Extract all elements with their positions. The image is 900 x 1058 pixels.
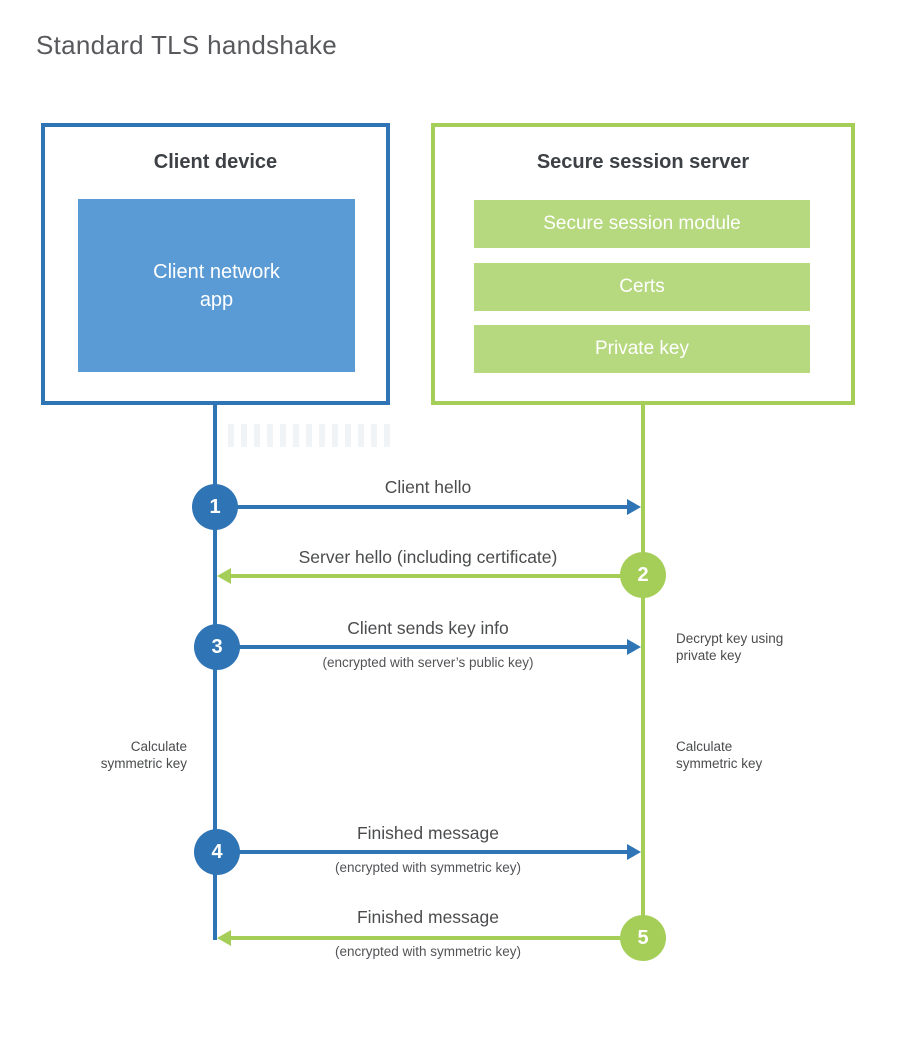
client-lifeline: [213, 405, 217, 940]
page-title: Standard TLS handshake: [36, 30, 338, 60]
arrowhead-right-icon: [627, 639, 641, 655]
arrow-step-4: [219, 850, 627, 854]
arrow-step-1: [217, 505, 627, 509]
step-circle-1: 1: [192, 484, 238, 530]
message-label-1: Client hello: [384, 477, 472, 497]
step-circle-4: 4: [194, 829, 240, 875]
arrow-step-5: [231, 936, 643, 940]
arrow-step-3: [219, 645, 627, 649]
arrowhead-left-icon: [217, 568, 231, 584]
client-device-title: Client device: [153, 151, 278, 173]
step-circle-3: 3: [194, 624, 240, 670]
server-module-certs: Certs: [474, 263, 810, 311]
secure-session-server-box: Secure session server Secure session mod…: [431, 123, 855, 405]
server-module-secure-session: Secure session module: [474, 200, 810, 248]
faint-watermark-artifact: [228, 424, 390, 447]
message-sublabel-3: (encrypted with server’s public key): [322, 655, 534, 670]
step-circle-2: 2: [620, 552, 666, 598]
message-label-2: Server hello (including certificate): [298, 547, 558, 567]
arrow-step-2: [231, 574, 643, 578]
server-title: Secure session server: [536, 151, 750, 173]
arrowhead-right-icon: [627, 844, 641, 860]
client-device-box: Client device Client network app: [41, 123, 390, 405]
message-label-5: Finished message: [356, 907, 500, 927]
annotation-calculate-symmetric-key-server: Calculate symmetric key: [676, 739, 763, 772]
annotation-decrypt-key: Decrypt key using private key: [676, 631, 784, 664]
message-sublabel-4: (encrypted with symmetric key): [334, 860, 522, 875]
message-label-4: Finished message: [356, 823, 500, 843]
annotation-calculate-symmetric-key-client: Calculate symmetric key: [100, 739, 187, 772]
step-circle-5: 5: [620, 915, 666, 961]
message-label-3: Client sends key info: [347, 618, 509, 638]
server-module-private-key: Private key: [474, 325, 810, 373]
server-lifeline: [641, 405, 645, 938]
arrowhead-left-icon: [217, 930, 231, 946]
client-network-app-box: Client network app: [78, 199, 355, 372]
message-sublabel-5: (encrypted with symmetric key): [334, 944, 522, 959]
arrowhead-right-icon: [627, 499, 641, 515]
